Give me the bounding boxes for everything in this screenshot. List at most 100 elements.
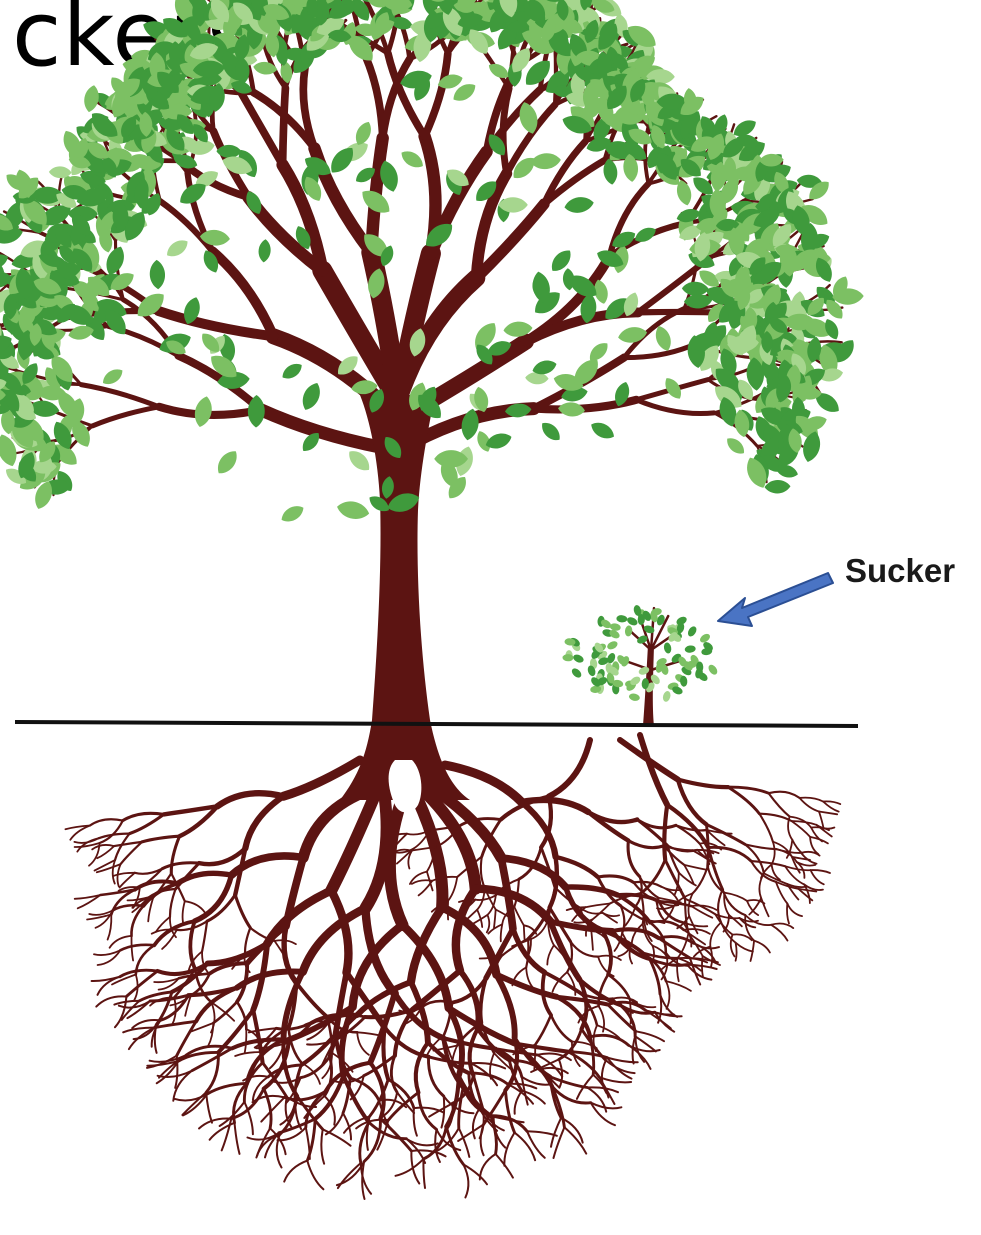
leaf (298, 380, 324, 413)
root (416, 1043, 428, 1093)
root (736, 943, 737, 961)
root (534, 1045, 535, 1070)
root (155, 1021, 197, 1027)
leaf (149, 260, 166, 290)
sapling-leaf (686, 625, 698, 638)
root (488, 924, 502, 933)
root (480, 1154, 496, 1180)
branch (636, 400, 714, 414)
root (501, 924, 503, 941)
root (195, 875, 232, 921)
arrow-shape (718, 573, 833, 626)
root (235, 895, 250, 928)
root (113, 860, 115, 884)
root (549, 740, 590, 797)
root (598, 876, 634, 882)
leaf (530, 152, 562, 170)
root (504, 1133, 514, 1166)
root (588, 812, 628, 841)
leaf (764, 480, 790, 494)
sapling-leaf (624, 625, 632, 637)
root (551, 1015, 572, 1042)
root (603, 913, 618, 923)
sapling-leaf (684, 645, 696, 654)
root (792, 840, 802, 854)
branch (92, 407, 159, 426)
root (206, 1092, 212, 1122)
root (761, 898, 768, 916)
sapling-leaf (609, 623, 621, 632)
root (357, 1032, 369, 1055)
root (245, 796, 283, 848)
root (183, 901, 185, 925)
root (487, 915, 489, 932)
root (693, 866, 708, 893)
root (515, 1133, 536, 1161)
root (751, 861, 785, 866)
sapling-leaf (626, 616, 639, 627)
root (718, 890, 723, 923)
root (771, 925, 787, 941)
root (120, 873, 135, 888)
root (477, 910, 482, 927)
root (819, 812, 837, 815)
branch (283, 88, 286, 165)
root (515, 1091, 522, 1114)
leaf (279, 360, 305, 382)
root (296, 983, 327, 1017)
root (710, 947, 712, 967)
root (556, 857, 598, 877)
branch (503, 89, 509, 174)
sapling-leaf (570, 667, 583, 680)
root (463, 1164, 468, 1197)
root (731, 935, 735, 957)
root (591, 1103, 622, 1109)
root (710, 922, 721, 946)
root (641, 860, 665, 893)
leaf (258, 239, 272, 263)
root (591, 1103, 615, 1126)
root (126, 971, 157, 997)
root (323, 1129, 351, 1145)
root (235, 1123, 240, 1154)
sapling-icon (562, 604, 719, 726)
root (811, 870, 830, 873)
root (131, 936, 133, 961)
root (787, 904, 802, 917)
root (691, 906, 712, 918)
root (690, 958, 700, 985)
root (307, 1040, 335, 1044)
root (448, 877, 457, 901)
leaf (163, 236, 191, 260)
root (599, 1077, 631, 1082)
leaf (82, 84, 101, 114)
root (245, 1029, 247, 1052)
leaf (588, 419, 617, 443)
root (92, 977, 120, 981)
root (211, 1002, 215, 1032)
root-system-icon (65, 735, 840, 1199)
root (245, 928, 250, 954)
root (307, 1161, 323, 1190)
leaf (213, 447, 242, 478)
root (664, 805, 667, 860)
root (470, 1029, 478, 1076)
root (149, 889, 176, 897)
branch (425, 54, 448, 137)
trunk-highlight (389, 760, 422, 813)
leaf (278, 502, 306, 525)
root (769, 792, 800, 798)
leaf (192, 395, 215, 429)
root (338, 1163, 361, 1188)
root (130, 814, 164, 833)
root (321, 1129, 324, 1163)
root (170, 889, 176, 917)
sapling-leaf (662, 690, 672, 703)
sapling-leaf (628, 692, 640, 701)
root (171, 836, 179, 873)
root (759, 814, 773, 842)
root (666, 981, 669, 1009)
leaf (557, 401, 585, 417)
